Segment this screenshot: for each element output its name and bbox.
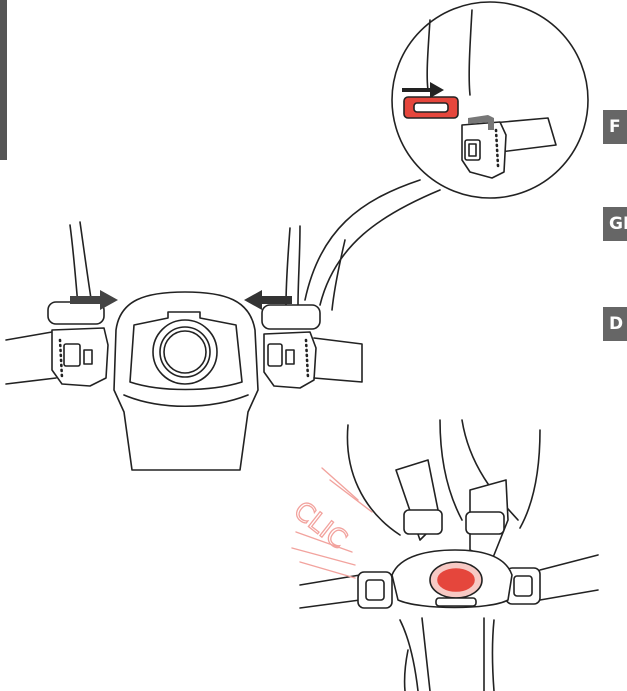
arrow-left-icon [244,290,292,310]
click-sound-lines [291,467,373,579]
language-tab-f[interactable]: F [603,110,627,144]
zoom-connector [304,179,441,311]
language-tab-gb[interactable]: GB [603,207,627,241]
arrow-right-icon [70,290,118,310]
center-buckle-housing [113,291,259,471]
page-edge-bar [0,0,7,160]
zoom-detail-circle [391,1,589,199]
language-tab-label: GB [609,214,627,234]
language-tab-d[interactable]: D [603,307,627,341]
harness-clicked [299,419,599,691]
arrow-right-icon [402,82,444,98]
harness-illustration: CLIC [5,1,599,691]
language-tab-label: F [609,117,621,137]
click-label: CLIC [288,496,353,556]
language-tab-label: D [609,314,624,334]
gray-arrow-icon [468,115,494,130]
left-buckle [5,221,109,387]
